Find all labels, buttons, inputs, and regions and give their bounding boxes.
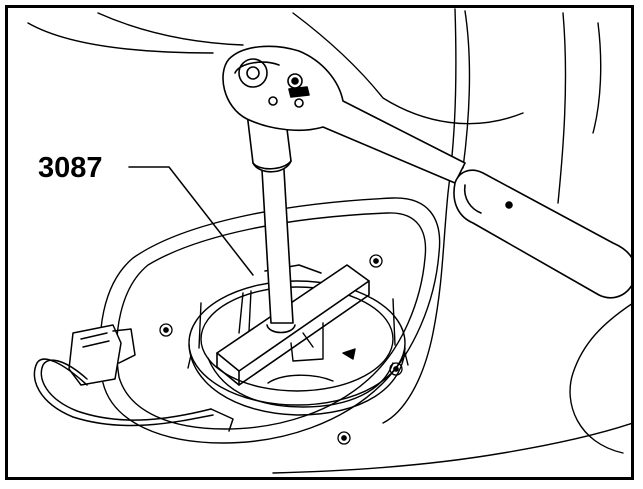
pump-internals — [238, 290, 356, 384]
tank-opening-surround — [99, 197, 441, 444]
flange-bolts — [159, 254, 403, 445]
illustration-frame: 3087 — [5, 5, 634, 480]
callout-label-3087: 3087 — [38, 152, 103, 184]
ratchet-wrench — [222, 45, 631, 299]
electrical-connector-harness — [33, 324, 234, 432]
locking-ring — [187, 280, 409, 416]
vehicle-body-contours — [27, 8, 631, 474]
extension-bar — [246, 112, 296, 334]
callout-leader-line — [128, 166, 254, 276]
fuel-pump-lock-ring-drawing — [27, 8, 631, 474]
